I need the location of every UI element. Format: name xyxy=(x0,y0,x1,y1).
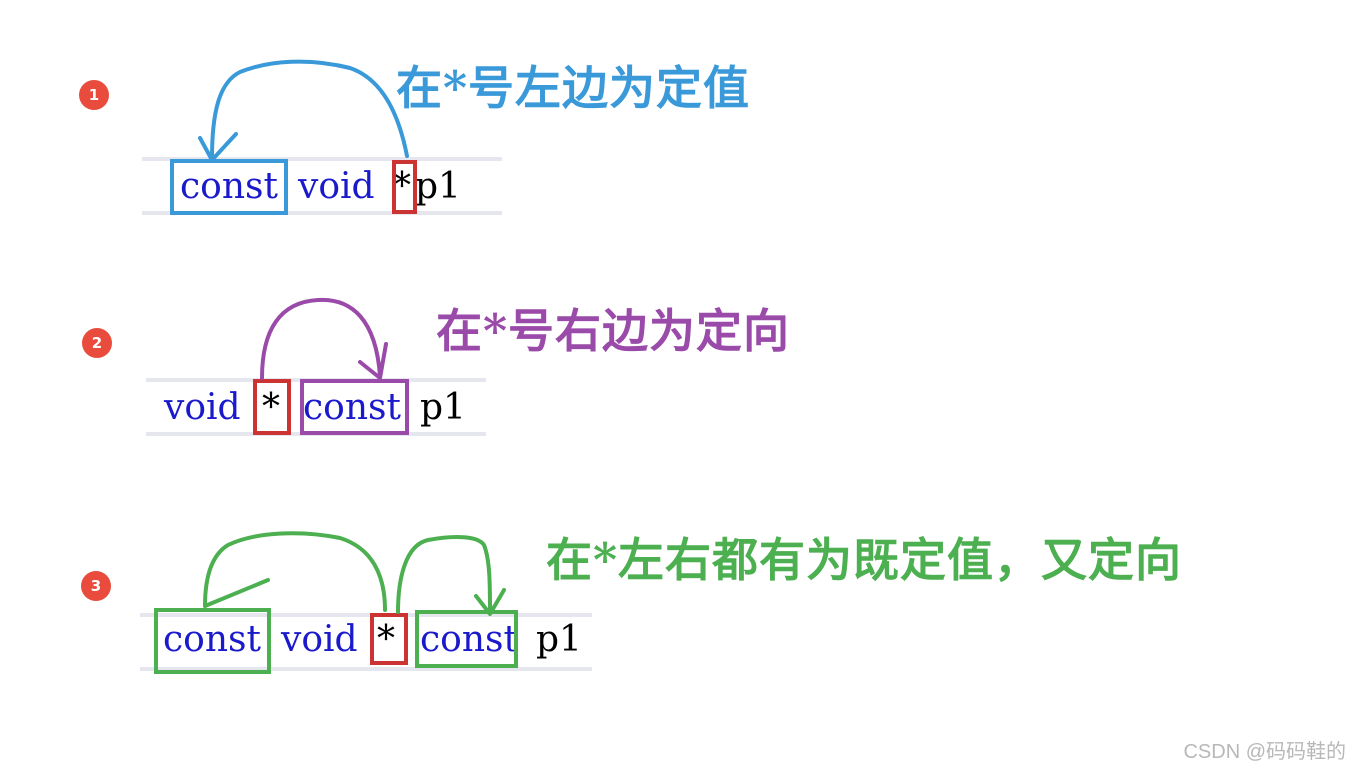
arrow-asterisk-to-right-const xyxy=(396,535,492,614)
token-p1: p1 xyxy=(420,387,466,428)
token-void: void xyxy=(281,619,358,660)
step-badge-1: 1 xyxy=(79,80,109,110)
token-void: void xyxy=(164,387,241,428)
code-line-1 xyxy=(142,157,502,215)
highlight-right-const-box xyxy=(415,610,518,668)
arrow-asterisk-to-left-const xyxy=(203,531,387,612)
token-const: const xyxy=(420,619,518,660)
caption-1: 在*号左边为定值 xyxy=(396,61,751,115)
token-const: const xyxy=(303,387,401,428)
highlight-const-box xyxy=(170,159,288,215)
step-badge-3: 3 xyxy=(81,571,111,601)
token-p1: p1 xyxy=(536,619,582,660)
highlight-asterisk-box xyxy=(253,379,291,435)
token-const: const xyxy=(163,619,261,660)
token-const: const xyxy=(180,166,278,207)
token-asterisk: * xyxy=(377,619,395,660)
arrow-asterisk-to-const xyxy=(260,297,382,380)
arrowhead-3b xyxy=(474,588,506,616)
token-asterisk: * xyxy=(393,166,411,207)
highlight-const-box xyxy=(300,379,409,435)
arrowhead-1 xyxy=(198,132,238,162)
highlight-asterisk-box xyxy=(370,613,408,665)
caption-2: 在*号右边为定向 xyxy=(436,304,791,358)
highlight-asterisk-box xyxy=(392,160,417,214)
arrowhead-3a xyxy=(203,578,270,608)
watermark: CSDN @码码鞋的 xyxy=(1183,741,1346,763)
highlight-left-const-box xyxy=(154,608,271,674)
token-p1: p1 xyxy=(415,166,461,207)
arrow-asterisk-to-const xyxy=(210,59,409,160)
caption-3: 在*左右都有为既定值，又定向 xyxy=(546,533,1183,587)
step-badge-2: 2 xyxy=(82,328,112,358)
token-asterisk: * xyxy=(262,387,280,428)
token-void: void xyxy=(298,166,375,207)
arrowhead-2 xyxy=(358,342,388,380)
